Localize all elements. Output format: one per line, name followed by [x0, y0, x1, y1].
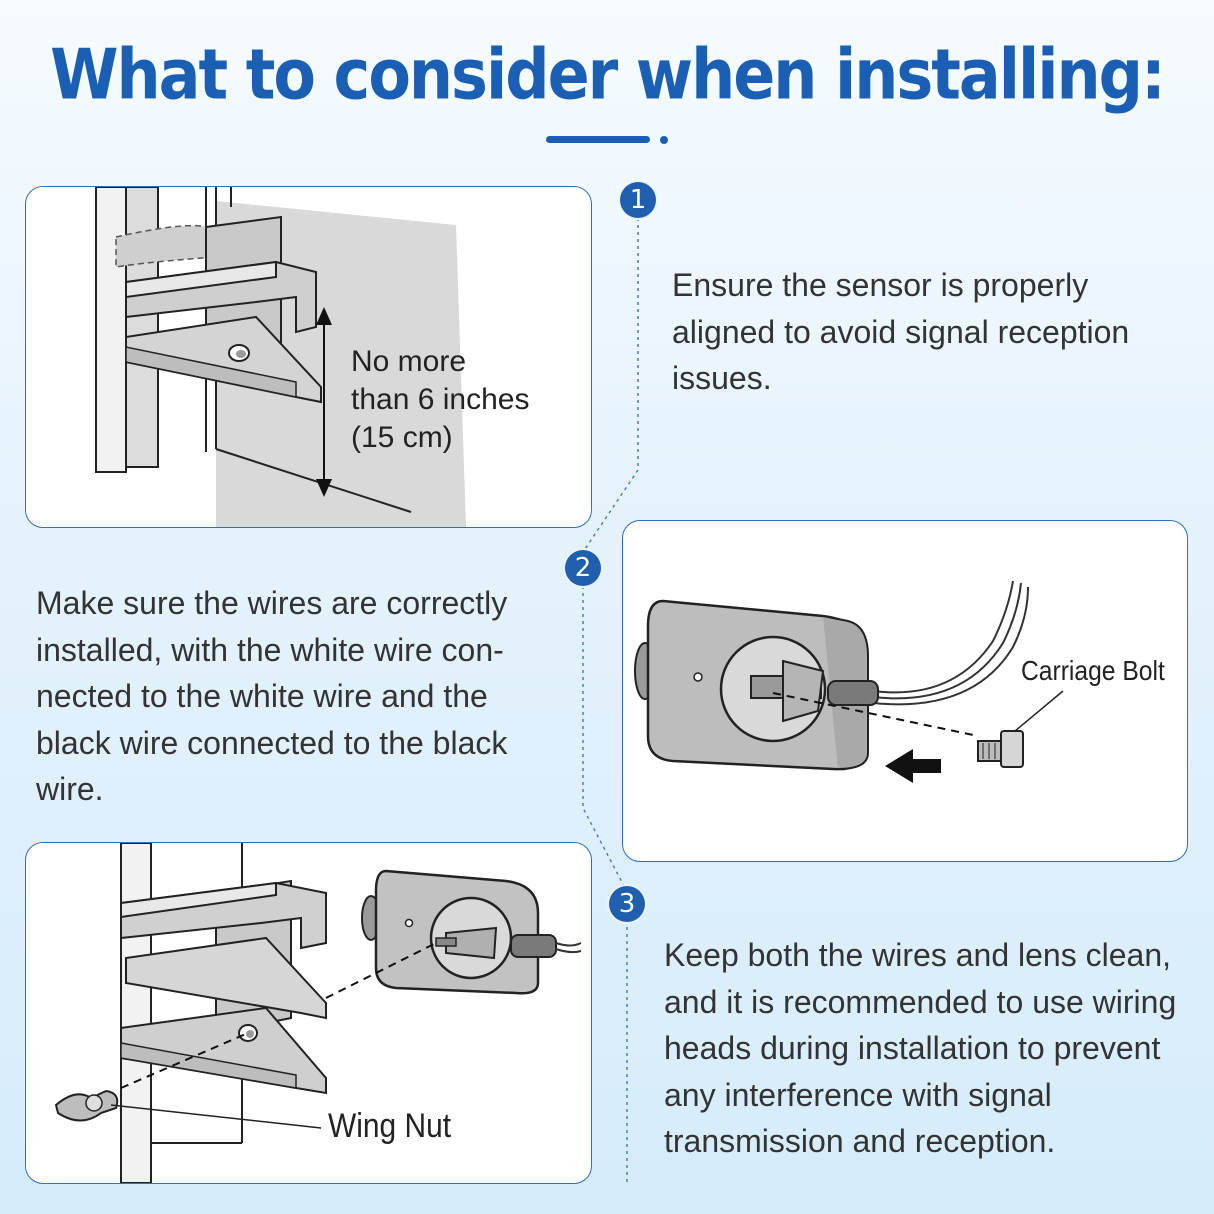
page-title: What to consider when installing: — [50, 33, 1166, 116]
bracket-height-illustration: No more than 6 inches (15 cm) — [25, 186, 592, 528]
bracket-height-drawing — [95, 187, 466, 527]
step-1-badge: 1 — [620, 182, 656, 218]
height-limit-line-1: No more — [351, 345, 467, 378]
sensor-mount-drawing — [54, 843, 582, 1183]
step-3-text: Keep both the wires and lens clean, and … — [664, 937, 1177, 1159]
height-limit-line-2: than 6 inches — [351, 383, 530, 416]
title-underline — [546, 136, 650, 143]
step-1-text: Ensure the sensor is properly aligned to… — [672, 267, 1130, 396]
sensor-bolt-drawing — [634, 580, 1064, 783]
step-2-text: Make sure the wires are correctly instal… — [36, 585, 508, 807]
step-2-badge: 2 — [565, 550, 601, 586]
wing-nut-label: Wing Nut — [328, 1107, 452, 1145]
carriage-bolt-label: Carriage Bolt — [1021, 655, 1165, 686]
sensor-mount-illustration: Wing Nut — [25, 842, 592, 1184]
height-limit-label: No more than 6 inches (15 cm) — [351, 343, 529, 457]
title-dot — [660, 136, 668, 144]
height-limit-line-3: (15 cm) — [351, 421, 453, 454]
sensor-bolt-illustration: Carriage Bolt — [622, 520, 1188, 862]
step-3-badge: 3 — [609, 886, 645, 922]
